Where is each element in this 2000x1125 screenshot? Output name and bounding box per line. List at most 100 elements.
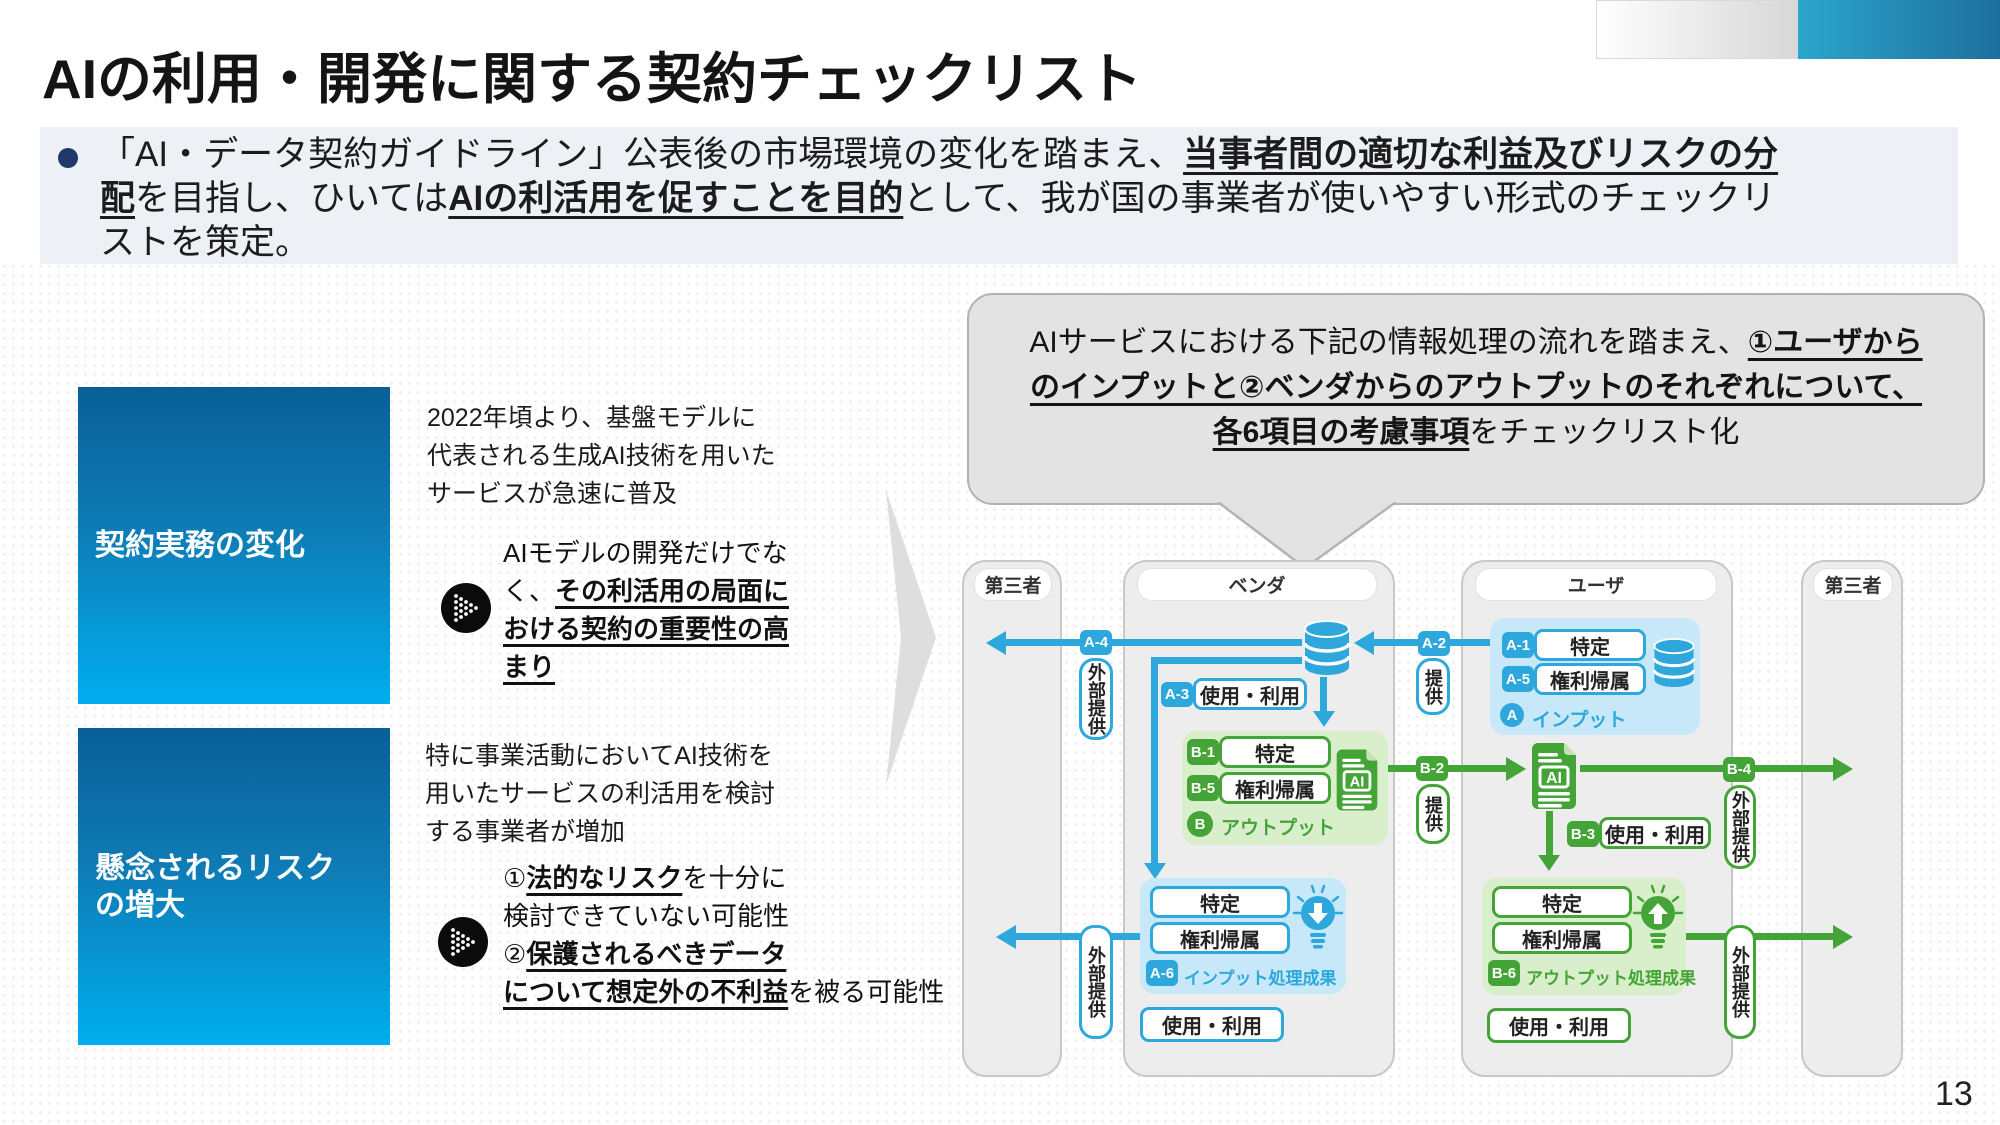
header-decor-gray: [1596, 0, 1798, 59]
intro-panel: [40, 127, 1958, 264]
arrowhead-right-icon: [1833, 924, 1853, 949]
ai-doc-text: AI: [1350, 774, 1365, 790]
ai-doc-text: AI: [1546, 770, 1562, 787]
intro-seg2-strong: 当事者間の適切な利益及びリスクの分 配: [100, 135, 1779, 218]
badge-b2: B-2: [1416, 756, 1448, 781]
badge-a5: A-5: [1502, 666, 1534, 692]
label-output-result: アウトプット処理成果: [1526, 969, 1696, 988]
ai-document-icon: AI: [1336, 749, 1378, 811]
column-header-third-party-left: 第三者: [974, 568, 1052, 601]
label-rights: 権利帰属: [1492, 922, 1632, 954]
badge-b4: B-4: [1723, 757, 1755, 782]
arrowhead-right-icon: [1833, 756, 1853, 781]
label-use: 使用・利用: [1140, 1007, 1284, 1042]
bubble-line3-post: をチェックリスト化: [1469, 416, 1740, 449]
badge-b: B: [1187, 811, 1213, 837]
label-external-provide-bottom-right: 外部提供: [1724, 925, 1756, 1039]
arrowhead-right-icon: [1506, 756, 1526, 781]
intro-seg3: を目指し、ひいては: [135, 179, 449, 218]
callout-bubble: AIサービスにおける下記の情報処理の流れを踏まえ、①ユーザから のインプットと②…: [967, 293, 1985, 505]
point-pre: AIモデルの開発だけでな く、: [503, 538, 788, 606]
intro-seg4-strong: AIの利活用を促すことを目的: [448, 179, 904, 218]
column-header-third-party-right: 第三者: [1813, 568, 1893, 601]
point-strong2: 保護されるべきデータ について想定外の不利益: [503, 939, 789, 1007]
badge-b6: B-6: [1488, 960, 1520, 986]
bubble-line1: AIサービスにおける下記の情報処理の流れを踏まえ、①ユーザから: [997, 320, 1955, 365]
paragraph-business-adoption: 特に事業活動においてAI技術を 用いたサービスの利活用を検討 する事業者が増加: [425, 742, 776, 846]
database-icon: [1652, 638, 1696, 687]
card-contract-practice: 契約実務の変化: [78, 387, 390, 704]
badge-a3: A-3: [1161, 682, 1193, 707]
column-header-user: ユーザ: [1475, 568, 1717, 601]
bullet-icon: [58, 148, 78, 168]
arrowhead-down-icon: [1538, 855, 1560, 871]
column-third-party-right: [1801, 560, 1903, 1077]
label-use-b3: 使用・利用: [1599, 817, 1711, 849]
badge-b3: B-3: [1567, 821, 1599, 847]
bubble-line2-strong: のインプットと②ベンダからのアウトプットのそれぞれについて、: [1029, 371, 1923, 404]
page-number: 13: [1935, 1075, 1973, 1113]
point-strong: その利活用の局面に おける契約の重要性の高 まり: [503, 576, 790, 682]
paragraph-genai-spread: 2022年頃より、基盤モデルに 代表される生成AI技術を用いた サービスが急速に…: [427, 404, 776, 508]
label-output: アウトプット: [1221, 818, 1336, 839]
flow-line-db-to-input-result: [1151, 657, 1158, 865]
label-identify-a1: 特定: [1534, 629, 1646, 661]
flow-b4-external-provide: [1580, 765, 1833, 772]
flow-db-to-output: [1320, 677, 1327, 713]
badge-a2: A-2: [1418, 631, 1450, 656]
label-external-provide-bottom-left: 外部提供: [1079, 925, 1113, 1039]
flow-b3-use: [1546, 811, 1553, 857]
bubble-line3: 各6項目の考慮事項をチェックリスト化: [997, 410, 1955, 455]
bubble-tail: [1217, 502, 1397, 570]
card-risk-increase: 懸念されるリスクの増大: [78, 728, 390, 1045]
lightbulb-down-icon: [1292, 884, 1344, 949]
ai-document-icon: AI: [1532, 743, 1576, 809]
page-title: AIの利用・開発に関する契約チェックリスト: [42, 48, 1143, 110]
point-strong1: 法的なリスク: [526, 863, 683, 893]
badge-b1: B-1: [1187, 739, 1219, 765]
column-third-party-left: [962, 560, 1062, 1077]
header-decor-blue: [1798, 0, 2000, 59]
label-provide-b2: 提供: [1416, 784, 1450, 844]
label-external-provide-a4: 外部提供: [1079, 658, 1113, 740]
bubble-line3-strong: 各6項目の考慮事項: [1212, 416, 1470, 449]
column-header-vendor: ベンダ: [1137, 568, 1377, 601]
intro-text: 「AI・データ契約ガイドライン」公表後の市場環境の変化を踏まえ、当事者間の適切な…: [100, 133, 1945, 265]
lightbulb-up-icon: [1632, 884, 1684, 949]
dotted-arrow-icon: [441, 583, 491, 633]
flow-output-result-external: [1686, 933, 1833, 940]
point-contract-importance: AIモデルの開発だけでな く、その利活用の局面に おける契約の重要性の高 まり: [503, 534, 789, 686]
label-identify: 特定: [1150, 886, 1290, 918]
intro-seg5: として、我が国の事業者が使いやすい形式のチェックリ ストを策定。: [100, 179, 1776, 262]
intro-seg1: 「AI・データ契約ガイドライン」公表後の市場環境の変化を踏まえ、: [100, 135, 1184, 174]
label-rights-b5: 権利帰属: [1219, 772, 1331, 804]
arrowhead-down-icon: [1313, 711, 1335, 727]
information-flow-diagram: 第三者 ベンダ ユーザ 第三者 A-4 外部提供 A-2 提供 A-3 使用・利…: [960, 555, 1965, 1085]
label-external-provide-b4: 外部提供: [1724, 785, 1756, 869]
label-identify-b1: 特定: [1219, 736, 1331, 768]
badge-a6: A-6: [1146, 960, 1178, 986]
badge-a: A: [1500, 703, 1524, 727]
bubble-line1-strong: ①ユーザから: [1747, 326, 1923, 359]
point-risks: ①法的なリスクを十分に 検討できていない可能性 ②保護されるべきデータ について…: [503, 859, 944, 1011]
badge-a4: A-4: [1080, 630, 1112, 655]
label-identify: 特定: [1492, 886, 1632, 918]
point-seg3: を被る可能性: [788, 977, 945, 1007]
arrowhead-left-icon: [996, 924, 1016, 949]
card-label: 契約実務の変化: [95, 529, 305, 562]
label-rights-a5: 権利帰属: [1534, 663, 1646, 695]
flow-a4-external-provide: [1006, 639, 1302, 646]
label-use: 使用・利用: [1487, 1008, 1631, 1043]
point-seg2: を十分に 検討できていない可能性 ②: [503, 863, 790, 969]
database-icon: [1303, 620, 1351, 675]
bubble-line1-pre: AIサービスにおける下記の情報処理の流れを踏まえ、: [1029, 326, 1748, 359]
point-seg1: ①: [503, 863, 527, 893]
bubble-line2: のインプットと②ベンダからのアウトプットのそれぞれについて、: [997, 365, 1955, 410]
label-provide-a2: 提供: [1416, 658, 1450, 715]
label-input-result: インプット処理成果: [1184, 969, 1337, 988]
dotted-arrow-icon: [438, 917, 488, 967]
arrowhead-left-icon: [1354, 630, 1374, 655]
label-rights: 権利帰属: [1150, 922, 1290, 954]
badge-a1: A-1: [1502, 632, 1534, 658]
